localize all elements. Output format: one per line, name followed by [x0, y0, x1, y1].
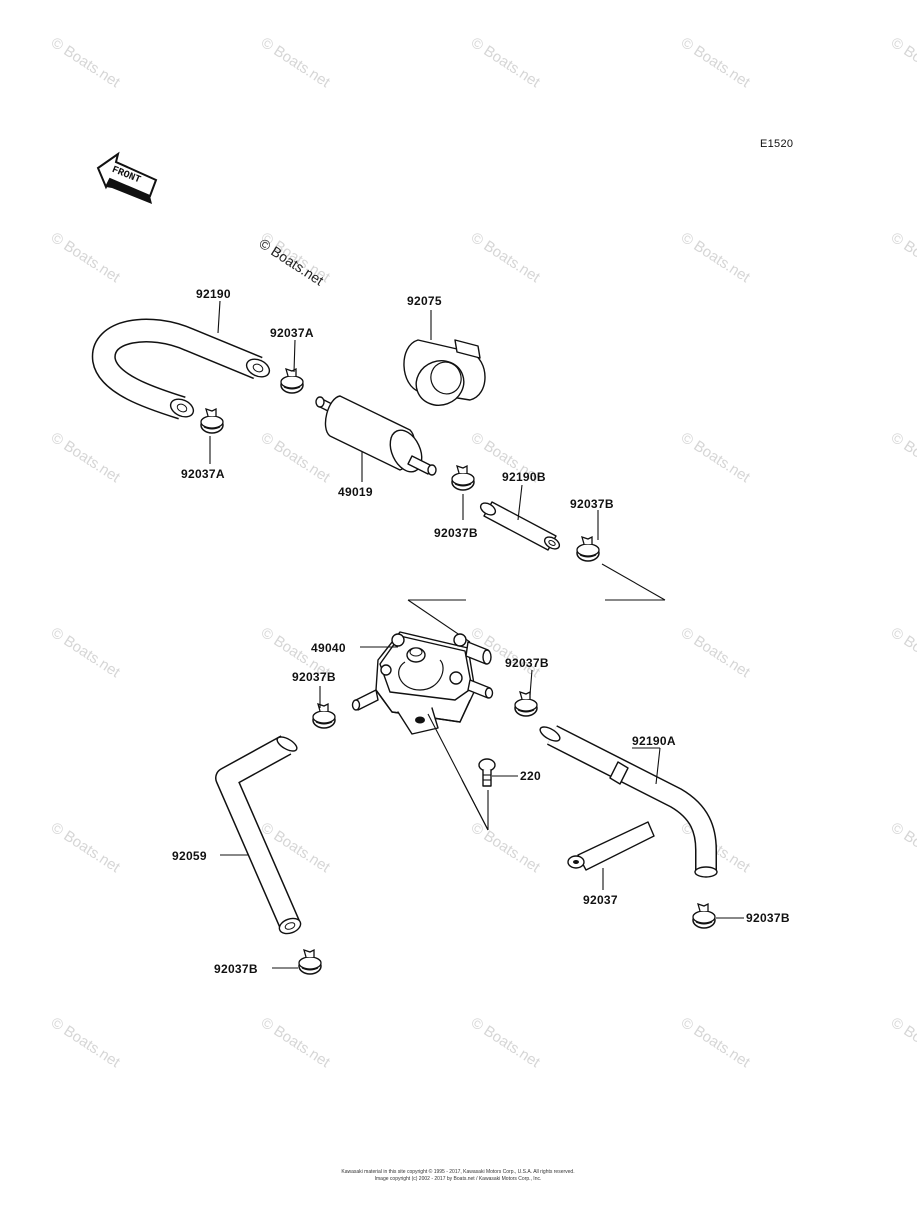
clamp-92037B-mid — [451, 465, 475, 491]
watermark-repeat: © Boats.net — [888, 1014, 917, 1072]
front-arrow-icon: FRONT — [96, 151, 158, 204]
watermark-repeat: © Boats.net — [468, 34, 544, 92]
watermark-repeat: © Boats.net — [888, 624, 917, 682]
hose-92190A — [539, 725, 718, 878]
holder-92075 — [403, 339, 486, 406]
clamp-92037A-top — [280, 368, 304, 394]
label-92190A: 92190A — [632, 734, 676, 748]
footer-copyright-2: Image copyright (c) 2002 - 2017 by Boats… — [375, 1176, 542, 1182]
watermark-repeat: © Boats.net — [48, 819, 124, 877]
filter-49019 — [315, 395, 437, 476]
label-92037: 92037 — [583, 893, 618, 907]
watermark-repeat: © Boats.net — [678, 1014, 754, 1072]
label-92190: 92190 — [196, 287, 231, 301]
watermark-repeat: © Boats.net — [48, 34, 124, 92]
watermark-repeat: © Boats.net — [678, 624, 754, 682]
label-92037B-pump-right: 92037B — [505, 656, 549, 670]
label-92037B-pump-left: 92037B — [292, 670, 336, 684]
label-49019: 49019 — [338, 485, 373, 499]
label-92037B-bottom-right: 92037B — [746, 911, 790, 925]
strap-92037 — [567, 821, 655, 871]
watermark-repeat: © Boats.net — [468, 229, 544, 287]
label-92037A-left: 92037A — [181, 467, 225, 481]
watermark-repeat: © Boats.net — [888, 34, 917, 92]
label-92059: 92059 — [172, 849, 207, 863]
label-49040: 49040 — [311, 641, 346, 655]
footer-copyright-1: Kawasaki material in this site copyright… — [341, 1168, 574, 1175]
label-92075: 92075 — [407, 294, 442, 308]
watermark-repeat: © Boats.net — [48, 1014, 124, 1072]
clamp-92037B-bottom-left — [298, 949, 322, 975]
label-92037B-bottom-left: 92037B — [214, 962, 258, 976]
watermark-repeat: © Boats.net — [678, 229, 754, 287]
clamp-92037B-pump-right — [514, 691, 538, 717]
label-92037A-top: 92037A — [270, 326, 314, 340]
watermark-repeat: © Boats.net — [258, 429, 334, 487]
label-92190B: 92190B — [502, 470, 546, 484]
diagram-code: E1520 — [760, 138, 793, 150]
label-220: 220 — [520, 769, 541, 783]
clamp-92037B-bottom-right — [692, 903, 716, 929]
watermark-repeat: © Boats.net — [48, 624, 124, 682]
screw-220 — [478, 758, 496, 787]
hose-92190 — [91, 318, 271, 420]
hose-92190B — [479, 501, 561, 551]
hose-92059 — [215, 735, 302, 935]
watermark-repeat: © Boats.net — [888, 229, 917, 287]
clamp-92037A-left — [200, 408, 224, 434]
watermark-repeat: © Boats.net — [678, 34, 754, 92]
watermark-repeat: © Boats.net — [468, 819, 544, 877]
watermark-repeat: © Boats.net — [888, 429, 917, 487]
label-92037B-right: 92037B — [570, 497, 614, 511]
watermark-repeat: © Boats.net — [468, 1014, 544, 1072]
watermark-repeat: © Boats.net — [888, 819, 917, 877]
watermark-repeat: © Boats.net — [48, 429, 124, 487]
label-92037B-mid: 92037B — [434, 526, 478, 540]
watermark-repeat: © Boats.net — [678, 429, 754, 487]
pump-49040 — [351, 631, 494, 735]
clamp-92037B-right — [576, 536, 600, 562]
watermark-repeat: © Boats.net — [258, 1014, 334, 1072]
clamp-92037B-pump-left — [312, 703, 336, 729]
watermark-repeat: © Boats.net — [258, 34, 334, 92]
watermark-repeat: © Boats.net — [48, 229, 124, 287]
